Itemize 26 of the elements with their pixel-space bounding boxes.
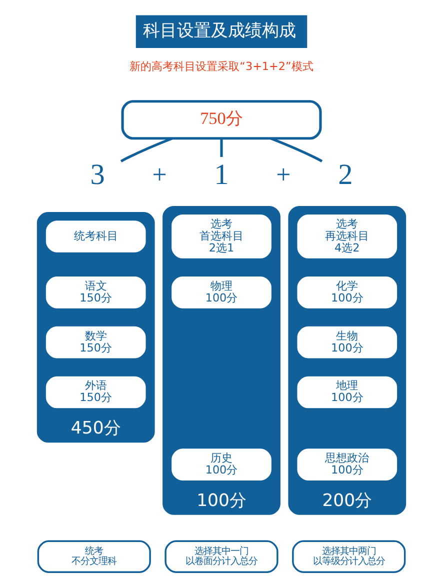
node-box: 思想政治 100分 — [296, 448, 397, 480]
node-box: 统考 不分文理科 — [36, 540, 150, 573]
node-text: 3 — [90, 159, 104, 192]
node-box: 数学 150分 — [45, 326, 146, 358]
node-box: 生物 100分 — [296, 326, 397, 358]
label: + — [276, 160, 290, 190]
node-box: 选考 首选科目 2选1 — [171, 214, 271, 258]
node-box: 历史 100分 — [171, 448, 271, 480]
node-box: 选择其中一门 以卷面分计入总分 — [164, 540, 278, 573]
node-box: 化学 100分 — [296, 276, 397, 308]
node-box: 选择其中两门 以等级分计入总分 — [292, 540, 406, 573]
node-box: 统考科目 — [45, 220, 146, 252]
node-box: 外语 150分 — [45, 376, 146, 408]
label: 新的高考科目设置采取“3+1+2”模式 — [129, 60, 313, 73]
diagram-title: 科目设置及成绩构成 — [142, 20, 296, 41]
node-box: 750分 — [120, 100, 322, 140]
label: + — [152, 160, 166, 190]
node-text: 2 — [338, 159, 352, 192]
connector — [120, 137, 172, 162]
node-box: 语文 150分 — [45, 276, 146, 308]
node-box: 地理 100分 — [296, 376, 397, 408]
node-box: 选考 再选科目 4选2 — [296, 214, 397, 258]
connector — [270, 137, 322, 162]
connector — [220, 138, 222, 157]
node-text: 1 — [214, 159, 228, 192]
node-box: 物理 100分 — [171, 276, 271, 308]
